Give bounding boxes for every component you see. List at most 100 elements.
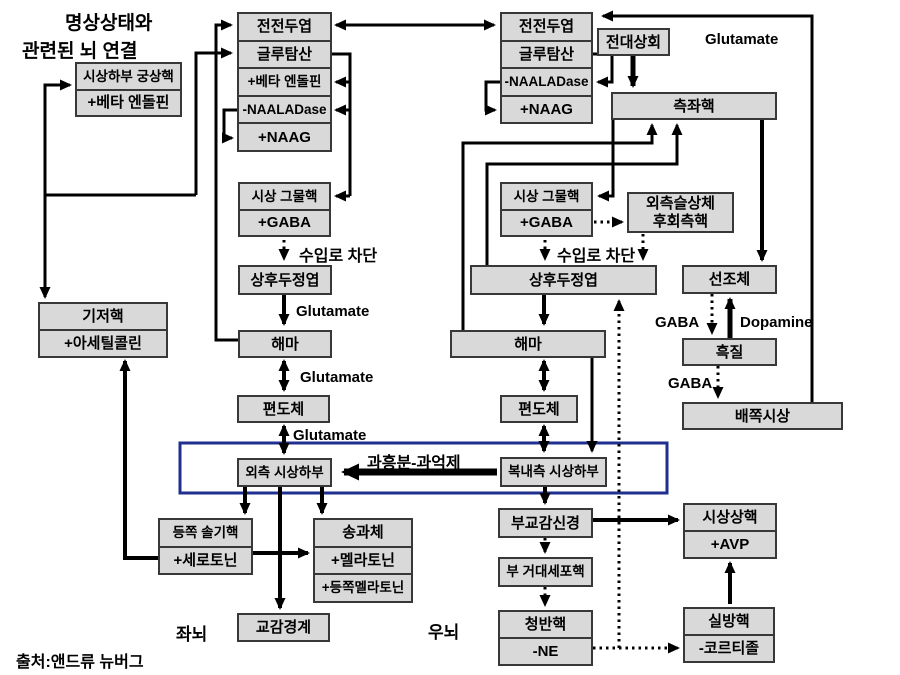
node-amyg-r: 편도체 [500, 395, 578, 423]
label-hyperstimulation: 과흥분-과억제 [367, 455, 461, 472]
node-thal-ret-r-row1: +GABA [502, 208, 591, 236]
node-amyg-r-row0: 편도체 [518, 400, 560, 418]
node-col-left-row0: 전전두엽 [256, 18, 313, 36]
node-lgn-line2: 후회측핵 [652, 212, 709, 230]
node-thal-ret-r-row0: 시상 그물핵 [513, 188, 580, 204]
diagram-title-line2: 관련된 뇌 연결 [22, 41, 138, 62]
node-col-right-row1: 글루탐산 [502, 39, 591, 68]
node-accumbens-row0: 측좌핵 [673, 97, 715, 115]
node-vm-hypothal: 복내측 시상하부 [500, 457, 607, 487]
node-lgn-line1: 외측슬상체 [645, 195, 715, 213]
node-locus-coeruleus-row0: 청반핵 [524, 616, 567, 633]
node-col-left-row1: 글루탐산 [239, 39, 330, 68]
edge-accumbens-to-thal-ret-r [597, 120, 615, 202]
node-lgn: 외측슬상체 후회측핵 [627, 192, 734, 233]
node-parasymp: 부교감신경 [498, 508, 593, 538]
node-gigantocell-row0: 부 거대세포핵 [506, 564, 585, 580]
node-scn: 시상상핵 +AVP [683, 503, 777, 559]
node-substantia-nigra-row0: 흑질 [715, 343, 744, 361]
label-afferent-block-r: 수입로 차단 [557, 248, 636, 265]
node-raphe: 등쪽 솔기핵 +세로토닌 [158, 518, 253, 575]
node-symp-boundary: 교감경계 [237, 613, 330, 642]
node-col-right: 전전두엽 글루탐산 -NAALADase +NAAG [500, 12, 593, 124]
node-spl-r: 상후두정엽 [470, 265, 657, 295]
label-glutamate-top: Glutamate [705, 31, 779, 48]
node-pineal-row1: +멜라토닌 [315, 545, 411, 574]
source-note: 출처:앤드류 뉴버그 [16, 654, 144, 671]
node-vm-hypothal-row0: 복내측 시상하부 [508, 464, 599, 480]
node-symp-boundary-row0: 교감경계 [255, 619, 312, 636]
node-arcuate-row1: +베타 엔돌핀 [77, 88, 180, 116]
node-pineal-row0: 송과체 [342, 524, 384, 542]
node-ant-cingulate-row0: 전대상회 [605, 33, 662, 51]
label-dopamine: Dopamine [740, 314, 813, 331]
node-spl-l-row0: 상후두정엽 [250, 271, 320, 289]
node-spl-r-row0: 상후두정엽 [528, 271, 598, 289]
edge-hippo-r-to-accumbens [461, 123, 658, 330]
node-thal-ret-l-row1: +GABA [240, 208, 329, 236]
left-hemisphere-label: 좌뇌 [176, 625, 208, 644]
edge-naaladase-to-naag-l [222, 108, 237, 144]
node-ventral-thal-row0: 배쪽시상 [734, 407, 791, 425]
node-striatum: 선조체 [682, 265, 777, 294]
edge-net-to-arcuate [43, 79, 72, 195]
edge-raphe-to-basal [119, 359, 158, 560]
node-col-right-row0: 전전두엽 [518, 18, 575, 36]
node-accumbens: 측좌핵 [611, 92, 777, 120]
node-locus-coeruleus: 청반핵 -NE [498, 610, 593, 666]
node-col-left-row4: +NAAG [239, 122, 330, 150]
node-scn-row0: 시상상핵 [702, 509, 758, 526]
node-raphe-row0: 등쪽 솔기핵 [172, 525, 239, 540]
node-pineal-row2: +등쪽멜라토닌 [315, 573, 411, 601]
label-glutamate-2: Glutamate [300, 369, 374, 386]
node-thal-ret-l: 시상 그물핵 +GABA [238, 182, 331, 237]
node-hippo-l: 해마 [238, 330, 332, 358]
label-glutamate-3: Glutamate [293, 427, 367, 444]
node-basal-row0: 기저핵 [82, 308, 124, 325]
node-col-right-row2: -NAALADase [502, 67, 591, 95]
node-striatum-row0: 선조체 [708, 271, 751, 288]
node-substantia-nigra: 흑질 [682, 338, 777, 366]
label-afferent-block-l: 수입로 차단 [299, 248, 378, 265]
node-locus-coeruleus-row1: -NE [500, 637, 591, 664]
node-col-right-row3: +NAAG [502, 94, 591, 123]
node-pvn: 실방핵 -코르티졸 [683, 607, 775, 663]
node-lat-hypothal: 외측 시상하부 [237, 458, 332, 487]
edge-ventral-thal-to-prefrontal-r [601, 10, 814, 402]
hypothalamus-highlight-box [178, 441, 669, 495]
edge-glutamate-l-trunk [332, 52, 352, 196]
node-basal: 기저핵 +아세틸콜린 [38, 302, 168, 358]
node-amyg-l-row0: 편도체 [262, 400, 305, 418]
node-spl-l: 상후두정엽 [238, 265, 332, 295]
node-amyg-l: 편도체 [237, 395, 330, 423]
node-col-left-row3: -NAALADase [239, 94, 330, 123]
node-col-left: 전전두엽 글루탐산 +베타 엔돌핀 -NAALADase +NAAG [237, 12, 332, 152]
node-basal-row1: +아세틸콜린 [40, 329, 166, 356]
label-gaba-2: GABA [668, 375, 713, 392]
node-pineal: 송과체 +멜라토닌 +등쪽멜라토닌 [313, 518, 413, 603]
node-lat-hypothal-row0: 외측 시상하부 [245, 464, 324, 480]
node-hippo-r-row0: 해마 [514, 335, 542, 353]
right-hemisphere-label: 우뇌 [428, 623, 460, 642]
diagram-title-line1: 명상상태와 [65, 13, 153, 34]
edge-net-to-glutamate-l [194, 47, 233, 195]
node-hippo-r: 해마 [450, 330, 606, 358]
node-arcuate: 시상하부 궁상핵 +베타 엔돌핀 [75, 62, 182, 117]
node-parasymp-row0: 부교감신경 [510, 514, 580, 532]
label-glutamate-1: Glutamate [296, 303, 370, 320]
node-thal-ret-r: 시상 그물핵 +GABA [500, 182, 593, 237]
node-lgn-row: 외측슬상체 후회측핵 [629, 194, 732, 231]
edge-glutamate-r-to-naaladase-r [593, 52, 614, 88]
node-gigantocell: 부 거대세포핵 [498, 557, 593, 587]
edge-spl-r-to-accumbens [485, 123, 683, 265]
edge-hippo-l-to-prefrontal-l [214, 19, 238, 342]
label-gaba-1: GABA [655, 314, 700, 331]
node-pvn-row0: 실방핵 [708, 613, 750, 630]
node-scn-row1: +AVP [685, 530, 775, 557]
edge-naaladase-to-naag-r [484, 80, 500, 116]
node-thal-ret-l-row0: 시상 그물핵 [251, 188, 318, 204]
node-col-left-row2: +베타 엔돌핀 [239, 67, 330, 95]
node-ant-cingulate: 전대상회 [597, 28, 670, 56]
